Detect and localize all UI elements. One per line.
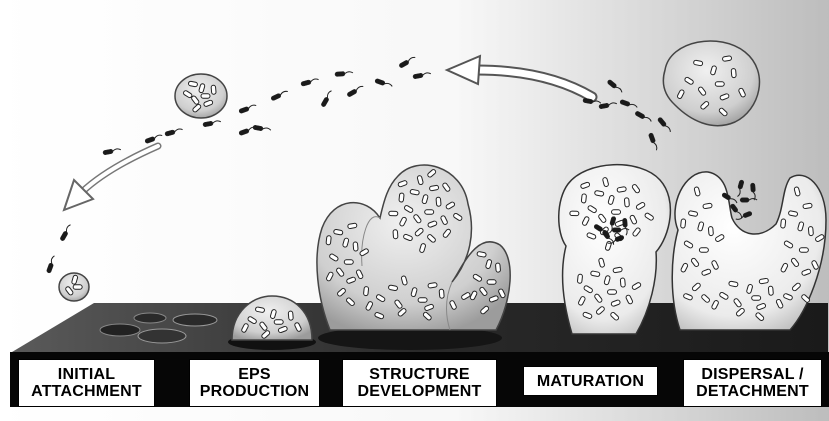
bacterium-rod	[577, 274, 582, 283]
bacterium-rod	[73, 285, 82, 289]
bacterium-rod	[389, 211, 398, 216]
bacterium-rod	[570, 211, 579, 216]
bacterium-rod	[428, 282, 438, 288]
bacterium-rod	[624, 198, 629, 207]
bacterium-rod	[425, 210, 434, 214]
bacterium-rod	[759, 278, 769, 284]
stage-label-structure-development: STRUCTURE DEVELOPMENT	[342, 359, 497, 407]
bacterium-rod	[495, 263, 500, 272]
bacterium-rod	[344, 260, 353, 264]
bacterium-rod	[808, 226, 813, 235]
bacterium-rod	[353, 242, 358, 251]
bacterium-rod	[393, 230, 398, 239]
bacterium-rod	[722, 56, 732, 62]
stage-label-initial-attachment: INITIAL ATTACHMENT	[18, 359, 155, 407]
bacterium-rod	[768, 286, 773, 295]
bacterium-rod	[288, 311, 293, 320]
bacterium-rod	[326, 236, 331, 245]
bacterium-rod	[348, 223, 358, 229]
stage-label-eps-production: EPS PRODUCTION	[189, 359, 320, 407]
bacterium-rod	[731, 68, 736, 77]
bacterium-rod	[429, 185, 439, 191]
stage-label-dispersal-detachment: DISPERSAL / DETACHMENT	[683, 359, 822, 407]
bacterium-rod	[274, 320, 283, 324]
bacterium-rod	[487, 280, 496, 284]
bacterium-rod	[418, 298, 427, 302]
bacterium-rod	[703, 203, 713, 209]
bacterium-rod	[620, 278, 625, 287]
bacterium-rod	[699, 248, 708, 252]
bacterium-rod	[612, 210, 621, 214]
bacterium-rod	[781, 219, 786, 228]
bacterium-rod	[617, 187, 627, 193]
bacterium-rod	[708, 226, 713, 235]
bacterium-rod	[436, 197, 441, 206]
stage-label-maturation: MATURATION	[523, 366, 658, 396]
bacterium-rod	[363, 286, 368, 295]
bacterium-rod	[581, 194, 586, 203]
bacterium-rod	[201, 94, 210, 98]
bacterium-rod	[613, 267, 623, 273]
bacterium-rod	[752, 296, 761, 300]
bacterium-rod	[803, 203, 813, 209]
bacterium-rod	[399, 193, 404, 202]
bacterium-rod	[799, 248, 808, 252]
bacterium-rod	[681, 219, 686, 228]
bacterium-rod	[608, 290, 617, 294]
bacterium-rod	[439, 289, 444, 298]
bacterium-rod	[715, 82, 724, 86]
bacterium-rod	[211, 85, 216, 94]
